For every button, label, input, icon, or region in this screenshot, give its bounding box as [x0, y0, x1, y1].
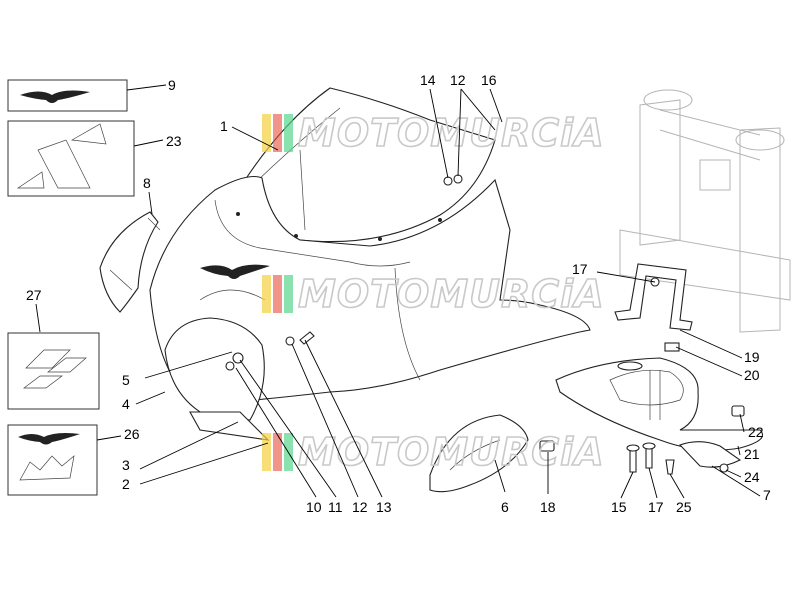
- callout-12-top: 12: [450, 72, 466, 88]
- callout-17-top: 17: [572, 261, 588, 277]
- bolt-set: [626, 405, 745, 475]
- callout-9: 9: [168, 77, 176, 93]
- callout-24: 25: [676, 499, 692, 515]
- callout-16: 16: [481, 72, 497, 88]
- callout-17-bottom: 17: [648, 499, 664, 515]
- callout-15: 15: [611, 499, 627, 515]
- lower-fairing-part: [429, 414, 529, 493]
- callout-23-label: 24: [744, 469, 760, 485]
- callout-10: 10: [306, 499, 322, 515]
- callout-20: 20: [744, 367, 760, 383]
- callout-7: 7: [763, 487, 771, 503]
- watermark: MOTOMURCiA MOTOMURCiA MOTOMURCiA: [262, 110, 605, 475]
- watermark-text: MOTOMURCiA: [298, 272, 605, 316]
- callout-13: 13: [376, 499, 392, 515]
- callout-4: 4: [122, 396, 130, 412]
- front-fairing: [149, 87, 591, 441]
- callout-19: 19: [744, 349, 760, 365]
- callout-numbers: 9 23 8 1 27 26 3 2 4 5 10 11 12 13 14 12…: [26, 72, 771, 515]
- eagle-icon: [200, 264, 270, 279]
- callout-25: 23: [166, 133, 182, 149]
- callout-3: 3: [122, 457, 130, 473]
- mounting-bracket-part: [614, 263, 693, 331]
- callout-14: 14: [420, 72, 436, 88]
- leader-lines: [35, 84, 761, 499]
- callout-12-bottom: 12: [352, 499, 368, 515]
- callout-6: 6: [501, 499, 509, 515]
- callout-21: 21: [744, 446, 760, 462]
- callout-8: 8: [143, 175, 151, 191]
- decal-box-checkers: [7, 332, 100, 410]
- eagle-icon: [20, 90, 90, 103]
- callout-2: 2: [122, 476, 130, 492]
- callout-1: 1: [220, 118, 228, 134]
- watermark-text: MOTOMURCiA: [298, 111, 605, 155]
- callout-5: 5: [122, 372, 130, 388]
- callout-22: 22: [748, 424, 764, 440]
- callout-18: 18: [540, 499, 556, 515]
- decal-box-eagle-bottom: [7, 424, 98, 496]
- callout-27: 27: [26, 287, 42, 303]
- callout-26: 26: [124, 426, 140, 442]
- decal-box-eagle-top: [7, 79, 128, 112]
- callout-11: 11: [328, 499, 343, 515]
- fork-assembly: [619, 89, 791, 333]
- eagle-icon: [18, 433, 80, 445]
- decal-box-stripes: [7, 120, 135, 197]
- watermark-text: MOTOMURCiA: [298, 430, 605, 474]
- fixing-plate-part: [555, 342, 764, 468]
- side-panel-part: [99, 211, 161, 313]
